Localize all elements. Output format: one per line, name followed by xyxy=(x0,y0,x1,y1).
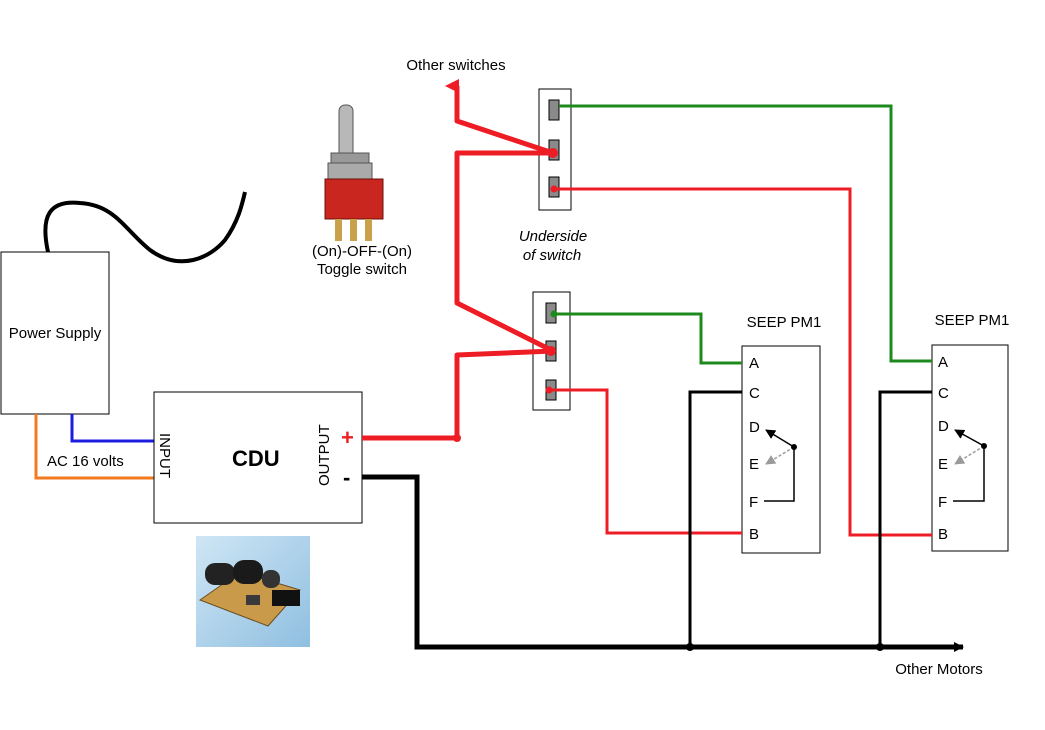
toggle-label-line2: Toggle switch xyxy=(317,261,407,278)
red-junction-switch-top xyxy=(548,148,558,158)
motor2-pin-c: C xyxy=(938,385,949,402)
motor2-pin-a: A xyxy=(938,354,948,371)
motor1-box xyxy=(741,345,821,554)
cdu-box xyxy=(153,391,363,524)
blue-wire xyxy=(70,414,154,443)
power-cord xyxy=(43,191,247,264)
power-supply-box xyxy=(0,251,110,415)
underside-label-line2: of switch xyxy=(523,247,581,264)
underside-label-line1: Underside xyxy=(519,228,587,245)
black-junction-1 xyxy=(686,643,694,651)
black-return-wire xyxy=(362,474,964,652)
motor2-title: SEEP PM1 xyxy=(935,312,1010,329)
motor1-pin-a: A xyxy=(749,355,759,372)
motor2-pin-d: D xyxy=(938,418,949,435)
green-wire-top xyxy=(559,104,932,363)
black-wire-motor1 xyxy=(688,390,742,647)
motor1-title: SEEP PM1 xyxy=(747,314,822,331)
power-supply-label: Power Supply xyxy=(9,325,102,342)
motor2-pin-e: E xyxy=(938,456,948,473)
cdu-label: CDU xyxy=(232,446,280,471)
red-dot-bottom xyxy=(545,386,553,394)
motor2-switch-symbol xyxy=(953,429,987,502)
red-wire-top xyxy=(554,187,932,537)
output-label: OUTPUT xyxy=(316,424,333,486)
motor1-pin-f: F xyxy=(749,494,758,511)
red-junction-cdu xyxy=(453,434,461,442)
cdu-photo xyxy=(196,536,310,647)
orange-wire xyxy=(34,414,154,480)
red-junction-switch-bottom xyxy=(546,346,556,356)
green-dot-bottom xyxy=(550,310,558,318)
black-junction-2 xyxy=(876,643,884,651)
ac-volts-label: AC 16 volts xyxy=(47,453,124,470)
motor1-pin-c: C xyxy=(749,385,760,402)
motor2-box xyxy=(931,344,1009,552)
plus-sign: + xyxy=(341,425,354,450)
minus-sign: - xyxy=(343,465,350,490)
motor1-switch-symbol xyxy=(764,429,797,502)
other-switches-label: Other switches xyxy=(406,57,505,74)
motor2-pin-b: B xyxy=(938,526,948,543)
black-wire-motor2 xyxy=(878,390,932,647)
red-dot-top xyxy=(550,185,558,193)
toggle-switch-photo xyxy=(324,104,384,241)
toggle-label-line1: (On)-OFF-(On) xyxy=(312,243,412,260)
green-wire-bottom xyxy=(554,312,742,365)
red-common-wire xyxy=(362,79,556,441)
input-label: INPUT xyxy=(156,433,173,478)
other-motors-label: Other Motors xyxy=(895,661,983,678)
motor2-pin-f: F xyxy=(938,494,947,511)
motor1-pin-b: B xyxy=(749,526,759,543)
switch-top-pin-1 xyxy=(548,99,560,121)
motor1-pin-d: D xyxy=(749,419,760,436)
motor1-pin-e: E xyxy=(749,456,759,473)
red-wire-bottom xyxy=(549,388,742,535)
